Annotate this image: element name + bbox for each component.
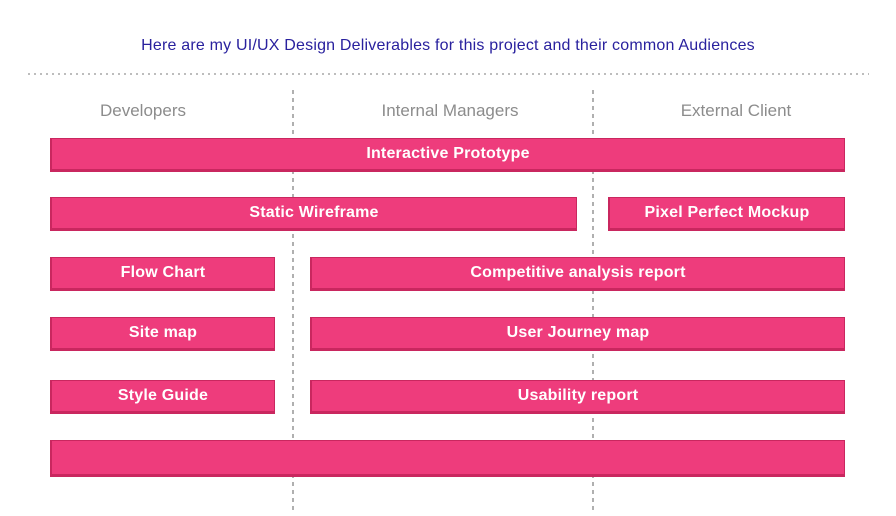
- column-header-internal-managers: Internal Managers: [381, 101, 519, 120]
- bar-competitive-analysis-report: Competitive analysis report: [310, 257, 845, 291]
- column-header-external-client: External Client: [680, 101, 792, 120]
- bar-interactive-prototype: Interactive Prototype: [50, 138, 845, 172]
- title-divider-dotted-line: [28, 73, 869, 75]
- bar-user-journey-map: User Journey map: [310, 317, 845, 351]
- column-header-developers: Developers: [100, 101, 186, 120]
- bar-unlabeled: [50, 440, 845, 477]
- bar-pixel-perfect-mockup: Pixel Perfect Mockup: [608, 197, 845, 231]
- bar-style-guide: Style Guide: [50, 380, 275, 414]
- column-divider-dashed-line-1: [292, 90, 294, 513]
- column-divider-dashed-line-2: [592, 90, 594, 513]
- bar-usability-report: Usability report: [310, 380, 845, 414]
- bar-site-map: Site map: [50, 317, 275, 351]
- page-title: Here are my UI/UX Design Deliverables fo…: [141, 37, 755, 54]
- bar-flow-chart: Flow Chart: [50, 257, 275, 291]
- bar-static-wireframe: Static Wireframe: [50, 197, 577, 231]
